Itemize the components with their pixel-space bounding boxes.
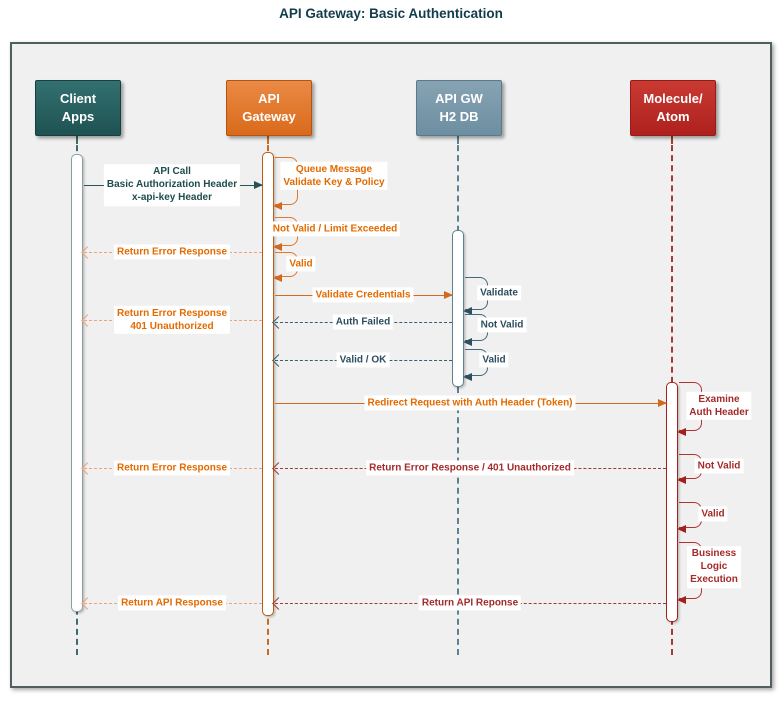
label-line: Examine (698, 393, 740, 405)
arrowhead-icon (676, 475, 686, 484)
actor-label-line: API GW (435, 91, 483, 107)
actor-label-line: Apps (61, 109, 95, 124)
arrowhead-icon (271, 461, 285, 475)
label-line: Business (691, 548, 737, 560)
arrowhead-icon (80, 461, 94, 475)
actor-label-line: Atom (656, 109, 690, 124)
actor-molecule-atom: Molecule/ Atom (630, 80, 716, 136)
arrowhead-icon (253, 181, 263, 189)
activation-bar-client (70, 154, 83, 612)
label-line: Queue Message (295, 163, 373, 175)
activation-bar-gateway (261, 152, 274, 616)
label-examine-auth-header: Examine Auth Header (686, 391, 752, 421)
label-line: API Call (153, 166, 191, 178)
lifeline-h2db (457, 135, 459, 655)
arrowhead-icon (676, 524, 686, 533)
label-business-logic: Business Logic Execution (687, 546, 741, 588)
actor-api-gw-h2-db: API GW H2 DB (416, 80, 502, 136)
label-auth-failed: Auth Failed (332, 314, 394, 330)
arrowhead-icon (80, 313, 94, 327)
arrowhead-icon (271, 596, 285, 610)
label-redirect-request: Redirect Request with Auth Header (Token… (364, 395, 576, 411)
label-not-valid-limit: Not Valid / Limit Exceeded (269, 221, 401, 237)
label-line: Execution (690, 574, 738, 586)
actor-label-line: Molecule/ (643, 91, 703, 107)
label-validate-credentials: Validate Credentials (312, 287, 414, 303)
actor-client-apps: Client Apps (35, 80, 121, 136)
label-valid-db: Valid (479, 352, 509, 368)
label-validate-db: Validate (477, 285, 521, 301)
actor-label-line: H2 DB (439, 109, 479, 124)
actor-label-line: API (258, 91, 280, 107)
label-api-call: API Call Basic Authorization Header x-ap… (103, 164, 241, 206)
arrowhead-icon (443, 291, 453, 299)
label-return-api-reponse: Return API Reponse (418, 595, 522, 611)
arrowhead-icon (80, 596, 94, 610)
label-return-error-2: Return Error Response (113, 460, 231, 476)
actor-label-line: Client (59, 91, 97, 107)
label-line: Validate Key & Policy (283, 177, 385, 188)
arrowhead-icon (462, 337, 472, 346)
arrowhead-icon (272, 201, 282, 210)
label-queue-message: Queue Message Validate Key & Policy (280, 161, 388, 191)
label-line: 401 Unauthorized (130, 321, 214, 332)
actor-label-line: Gateway (242, 109, 296, 124)
arrowhead-icon (676, 427, 686, 436)
label-line: Logic (700, 561, 728, 573)
arrowhead-icon (272, 242, 282, 251)
label-line: Return Error Response (116, 307, 228, 319)
arrowhead-icon (80, 245, 94, 259)
diagram-frame: API Call Basic Authorization Header x-ap… (10, 42, 772, 688)
label-return-api-response: Return API Response (118, 595, 226, 611)
arrowhead-icon (462, 372, 472, 381)
label-valid-ok: Valid / OK (336, 352, 390, 368)
label-line: Basic Authorization Header (106, 179, 238, 191)
arrowhead-icon (676, 595, 686, 604)
label-not-valid-molecule: Not Valid (694, 458, 744, 474)
arrowhead-icon (271, 353, 285, 367)
actor-api-gateway: API Gateway (226, 80, 312, 136)
label-return-error-401: Return Error Response 401 Unauthorized (113, 305, 231, 335)
arrowhead-icon (657, 399, 667, 407)
activation-bar-molecule (665, 382, 678, 622)
label-not-valid-db: Not Valid (477, 317, 527, 333)
label-valid-gateway: Valid (286, 256, 316, 272)
arrowhead-icon (271, 315, 285, 329)
label-line: Auth Header (689, 407, 749, 418)
arrowhead-icon (272, 273, 282, 282)
label-valid-molecule: Valid (698, 506, 728, 522)
label-line: x-api-key Header (131, 192, 213, 204)
label-return-error-1: Return Error Response (113, 244, 231, 260)
arrowhead-icon (462, 306, 472, 315)
diagram-title: API Gateway: Basic Authentication (279, 6, 503, 21)
label-return-error-401-red: Return Error Response / 401 Unauthorized (366, 460, 574, 476)
